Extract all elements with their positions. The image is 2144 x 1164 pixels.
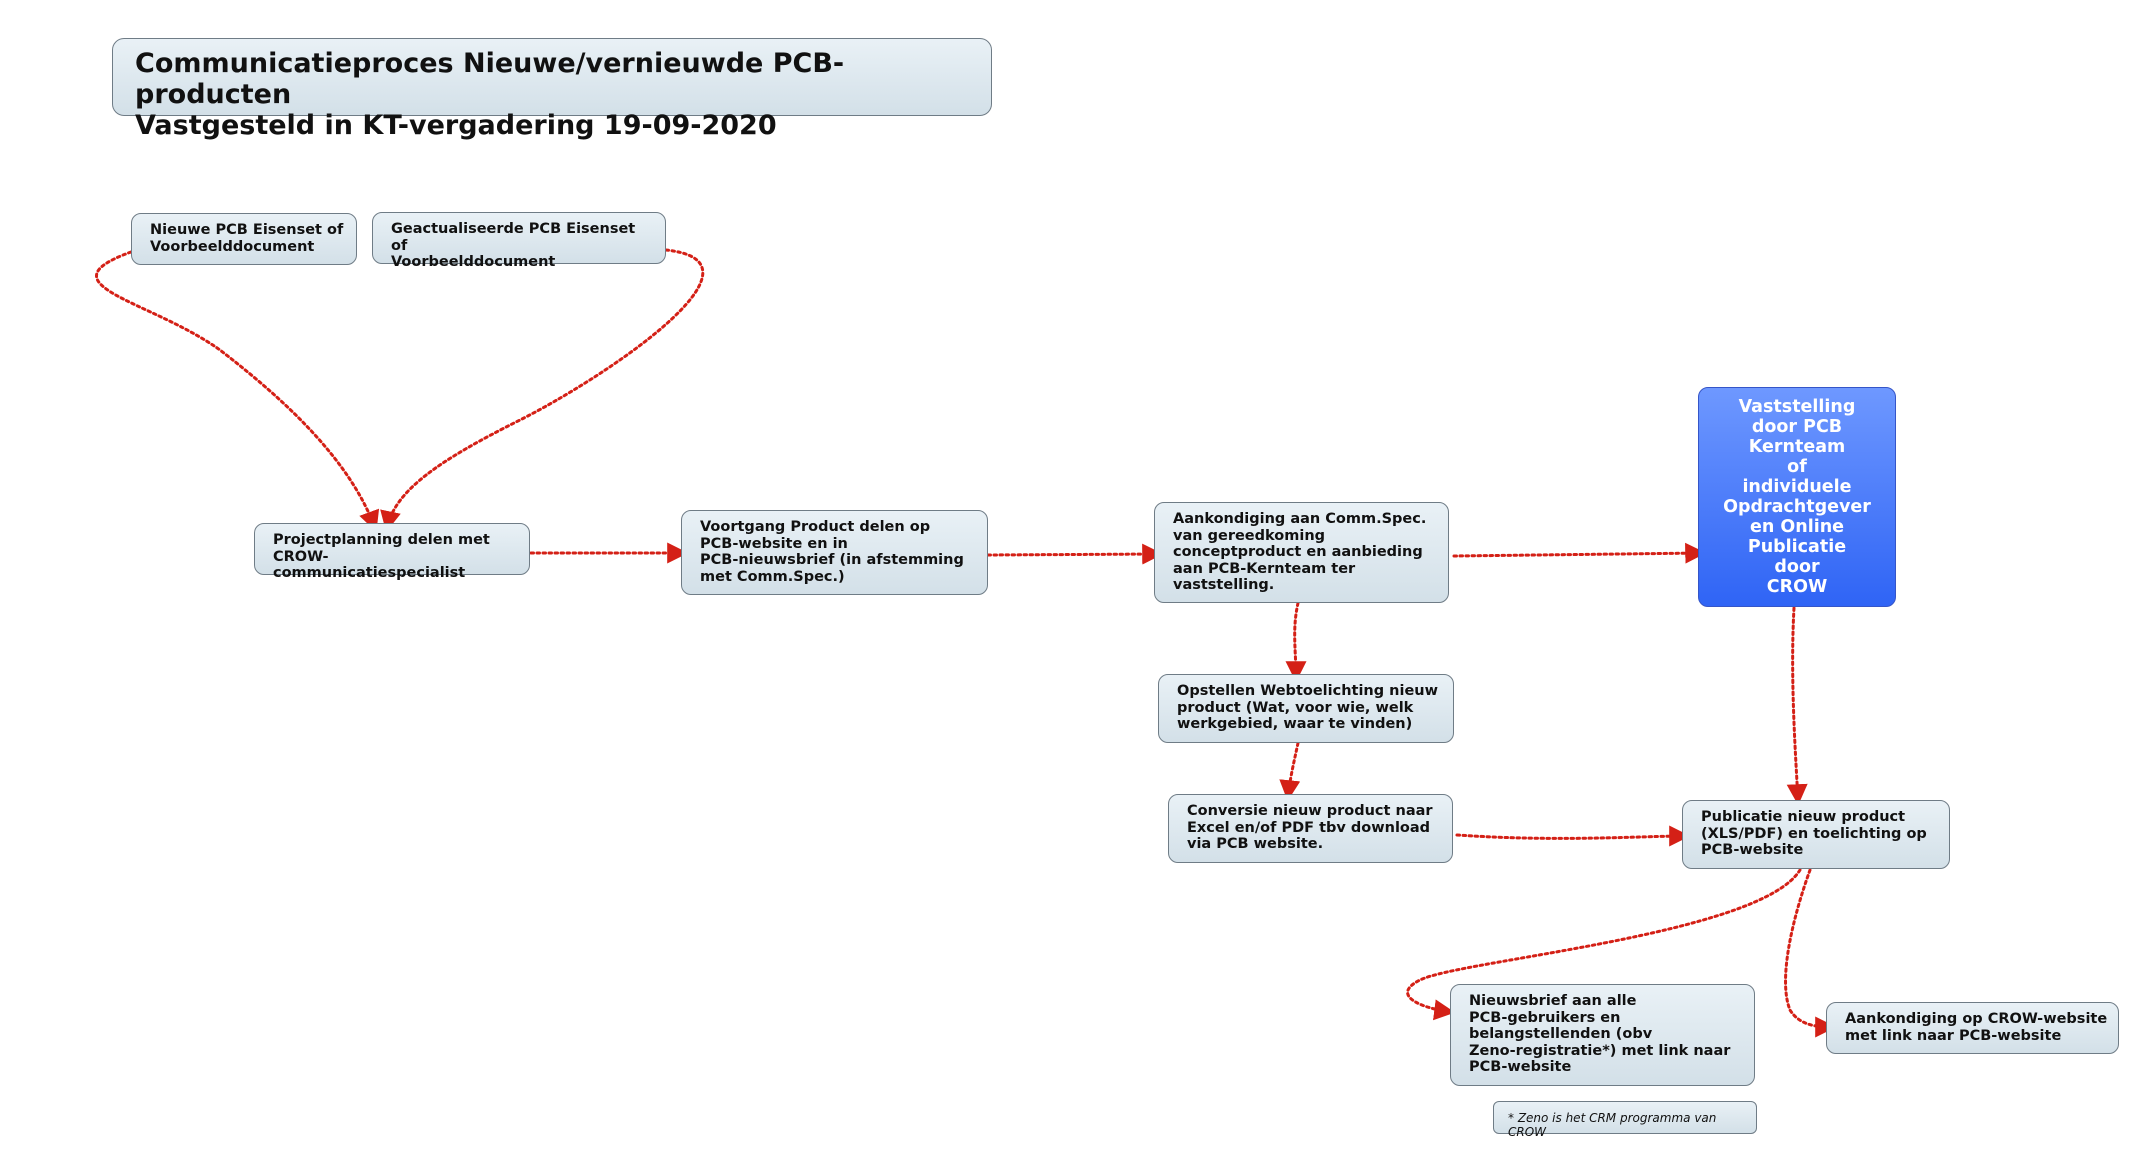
node-projectplanning: Projectplanning delen met CROW-communica… [254,523,530,581]
node-webtoelichting: Opstellen Webtoelichting nieuw product (… [1158,674,1454,743]
arrow-nieuwe-to-projectplanning [95,250,380,532]
arrow-publicatie-to-nieuwsbrief [1406,868,1802,1021]
note-zeno: * Zeno is het CRM programma van CROW [1493,1101,1757,1139]
diagram-title-box: Communicatieproces Nieuwe/vernieuwde PCB… [112,38,992,141]
arrow-webtoelichting-to-conversie [1279,741,1301,802]
node-nieuwe-pcb: Nieuwe PCB Eisenset of Voorbeelddocument [131,213,357,265]
diagram-title-line1: Communicatieproces Nieuwe/vernieuwde PCB… [135,48,845,110]
node-aankondiging-crow: Aankondiging op CROW-website met link na… [1826,1002,2119,1054]
arrow-aankondiging-to-webtoelichting [1285,601,1307,683]
diagram-title-line2: Vastgesteld in KT-vergadering 19-09-2020 [135,110,777,141]
node-publicatie: Publicatie nieuw product (XLS/PDF) en to… [1682,800,1950,869]
node-aankondiging-comm: Aankondiging aan Comm.Spec. van gereedko… [1154,502,1449,603]
node-nieuwsbrief: Nieuwsbrief aan alle PCB-gebruikers en b… [1450,984,1755,1086]
node-geactualiseerde-pcb: Geactualiseerde PCB Eisenset of Voorbeel… [372,212,666,270]
arrow-aankondiging-to-vaststelling [1452,542,1707,564]
arrow-geactualiseerde-to-projectplanning [380,248,705,533]
node-conversie: Conversie nieuw product naar Excel en/of… [1168,794,1453,863]
node-vaststelling: Vaststelling door PCB Kernteam of indivi… [1698,387,1896,607]
arrow-publicatie-to-aankondiging-crow [1784,868,1837,1038]
arrow-vaststelling-to-publicatie [1786,606,1808,806]
arrow-voortgang-to-aankondiging [986,543,1164,565]
node-voortgang: Voortgang Product delen op PCB-website e… [681,510,988,595]
arrow-conversie-to-publicatie [1455,825,1691,847]
